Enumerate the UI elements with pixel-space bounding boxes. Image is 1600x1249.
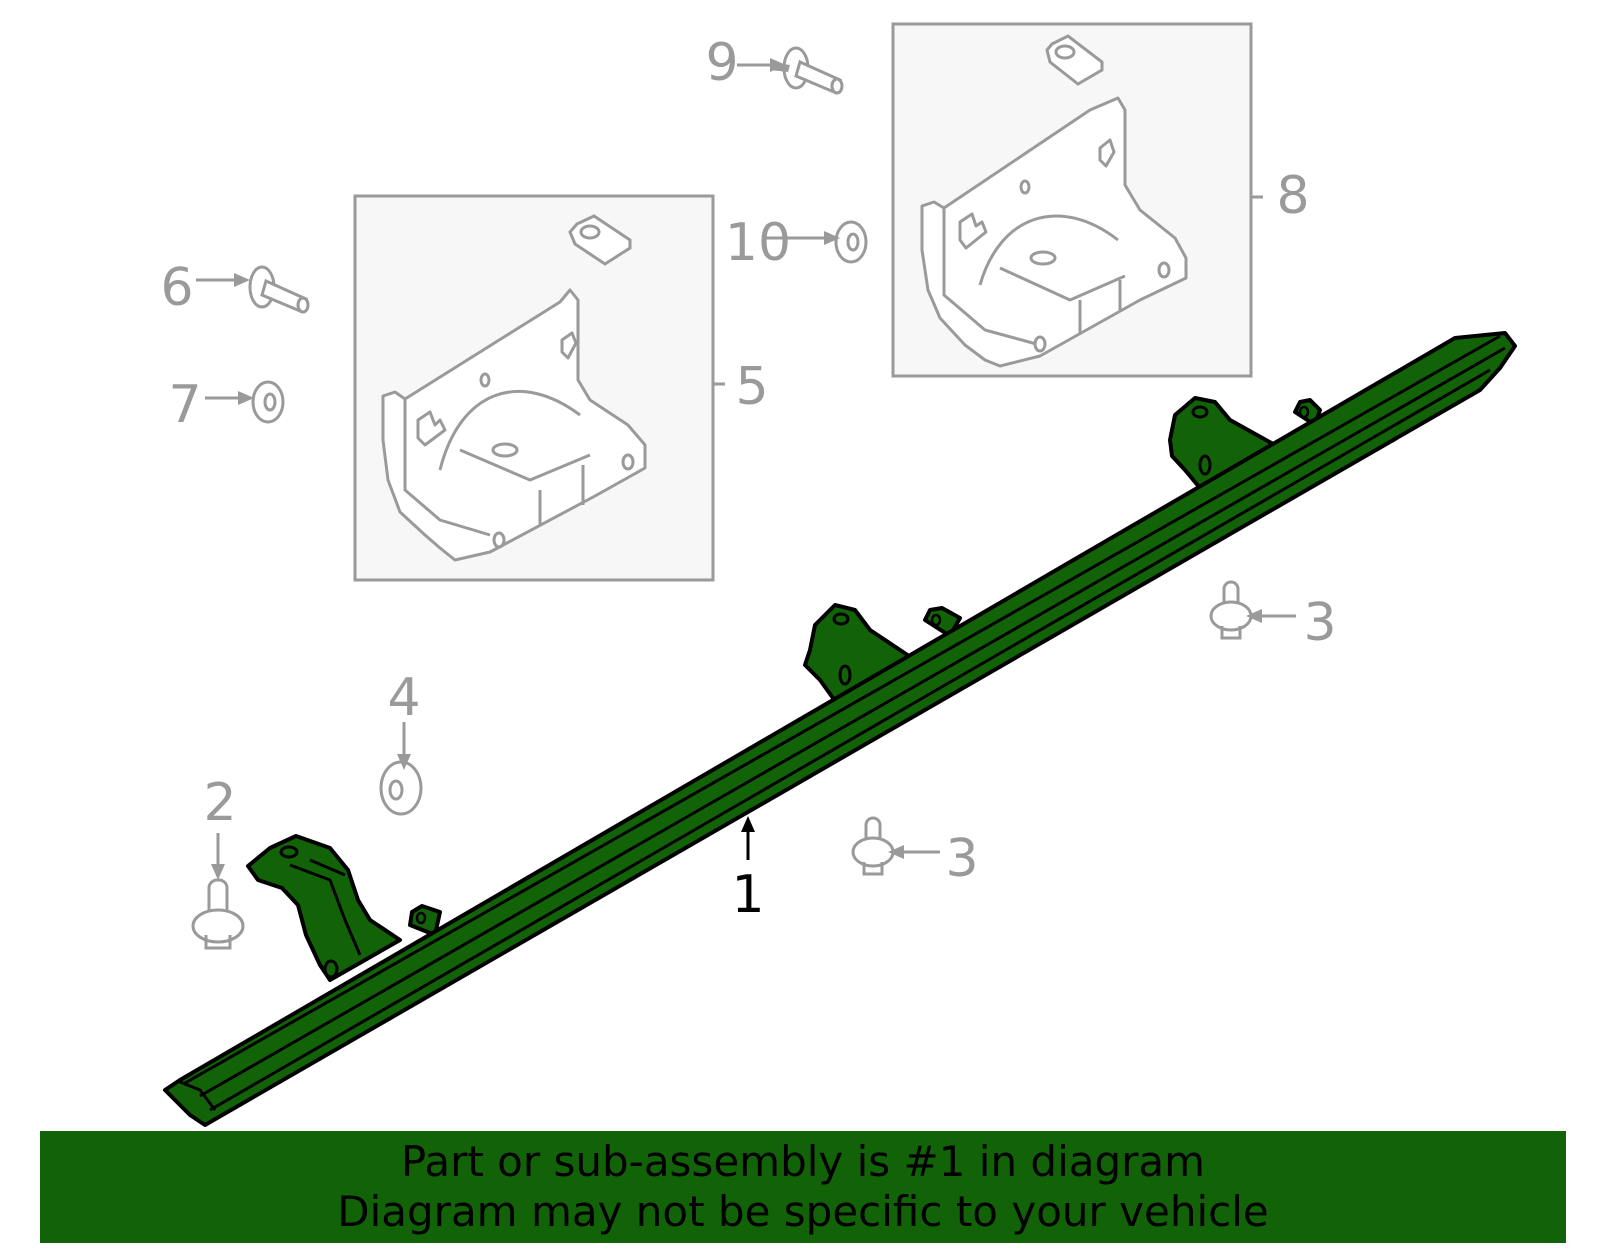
bolt-2-icon[interactable] [191,878,245,950]
grommet-7-icon[interactable] [251,380,285,424]
grommet-10-icon[interactable] [834,220,868,264]
bolt-3-lower-icon[interactable] [851,816,895,876]
callout-5[interactable]: 5 [735,357,768,417]
callout-8[interactable]: 8 [1276,166,1309,226]
bolt-9-icon[interactable] [770,46,844,95]
bracket-5-icon [381,288,647,562]
callout-9[interactable]: 9 [705,33,738,93]
bolt-3-upper-icon[interactable] [1209,580,1253,640]
bracket-5-inset[interactable] [353,194,725,582]
bracket-8-inset[interactable] [891,22,1263,378]
callout-2[interactable]: 2 [203,773,236,833]
bracket-8-icon [920,96,1188,368]
grommet-4-icon[interactable] [379,760,423,816]
clip-nut-icon [1045,34,1104,86]
callout-10[interactable]: 10 [725,213,791,273]
banner-line-1: Part or sub-assembly is #1 in diagram [400,1137,1206,1186]
running-board-part-1[interactable] [163,331,1517,1127]
banner-line-2: Diagram may not be specific to your vehi… [337,1187,1269,1236]
callout-3-upper[interactable]: 3 [1303,593,1336,653]
clip-nut-icon [568,214,632,266]
callout-1[interactable]: 1 [731,865,764,925]
callout-3-lower[interactable]: 3 [945,829,978,889]
disclaimer-banner: Part or sub-assembly is #1 in diagram Di… [40,1131,1566,1243]
callout-6[interactable]: 6 [160,258,193,318]
callout-4[interactable]: 4 [387,668,420,728]
callout-7[interactable]: 7 [168,375,201,435]
bolt-6-icon[interactable] [248,265,310,314]
